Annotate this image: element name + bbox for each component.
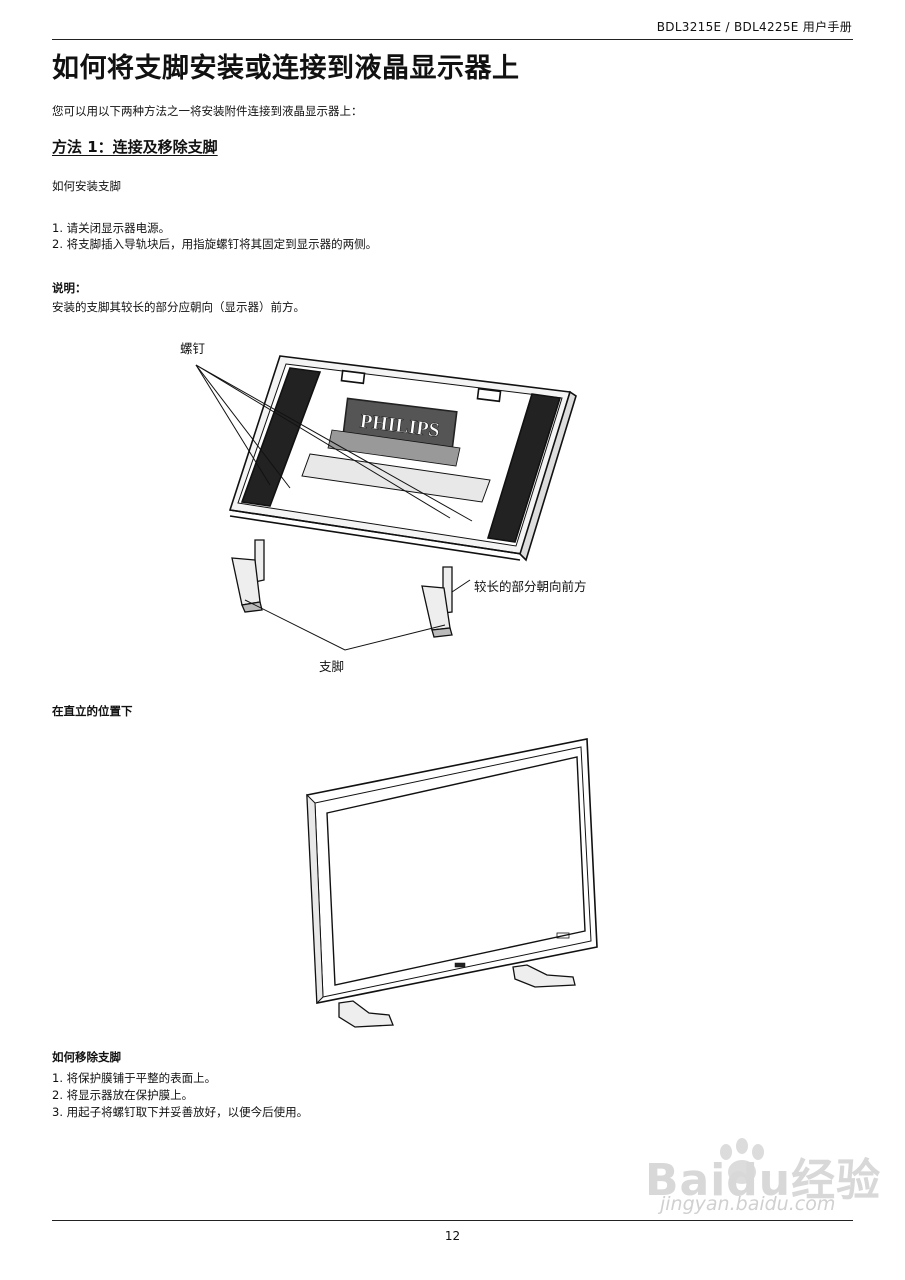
upright-monitor-figure xyxy=(306,738,598,1028)
footer-rule xyxy=(52,1220,853,1221)
monitor-back-illustration xyxy=(228,355,577,562)
install-title: 如何安装支脚 xyxy=(52,179,121,193)
page-title: 如何将支脚安装或连接到液晶显示器上 xyxy=(52,53,520,84)
note-label: 说明： xyxy=(52,281,87,295)
screw-label: 螺钉 xyxy=(180,341,206,356)
section-heading: 方法 1：连接及移除支脚 xyxy=(52,138,218,156)
install-step-1: 1. 请关闭显示器电源。 xyxy=(52,221,171,235)
stand-left xyxy=(231,539,265,613)
intro-text: 您可以用以下两种方法之一将安装附件连接到液晶显示器上： xyxy=(52,104,363,118)
stand-right xyxy=(421,566,453,638)
remove-step-2: 2. 将显示器放在保护膜上。 xyxy=(52,1088,194,1102)
header-model: BDL3215E / BDL4225E 用户手册 xyxy=(656,20,852,34)
watermark-brand: Baidu经验 xyxy=(645,1155,882,1206)
label-leader-lines xyxy=(244,579,471,651)
header-rule xyxy=(52,39,853,40)
page-number: 12 xyxy=(444,1229,461,1243)
upright-title: 在直立的位置下 xyxy=(52,704,133,718)
paw-icon xyxy=(720,1138,764,1184)
stand-label: 支脚 xyxy=(319,659,345,674)
note-text: 安装的支脚其较长的部分应朝向（显示器）前方。 xyxy=(52,300,305,314)
upright-stand-left xyxy=(338,1000,394,1028)
stand-install-figure: PHILIPS xyxy=(195,355,577,651)
install-step-2: 2. 将支脚插入导轨块后，用指旋螺钉将其固定到显示器的两侧。 xyxy=(52,237,378,251)
remove-step-3: 3. 用起子将螺钉取下并妥善放好，以便今后使用。 xyxy=(52,1105,309,1119)
front-label: 较长的部分朝向前方 xyxy=(474,579,587,594)
watermark-url: jingyan.baidu.com xyxy=(660,1193,836,1215)
monitor-front-illustration xyxy=(306,738,598,1005)
screw-leader-lines xyxy=(195,364,473,522)
remove-step-1: 1. 将保护膜铺于平整的表面上。 xyxy=(52,1071,217,1085)
remove-title: 如何移除支脚 xyxy=(52,1050,121,1064)
upright-stand-right xyxy=(512,964,576,988)
